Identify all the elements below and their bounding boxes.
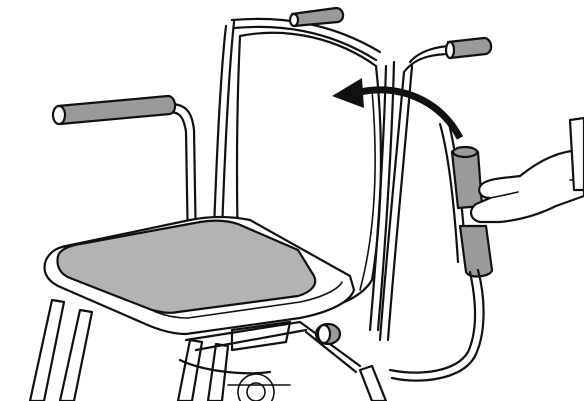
hand — [471, 118, 584, 222]
top-handle — [290, 8, 343, 26]
grip-tube — [390, 120, 492, 381]
